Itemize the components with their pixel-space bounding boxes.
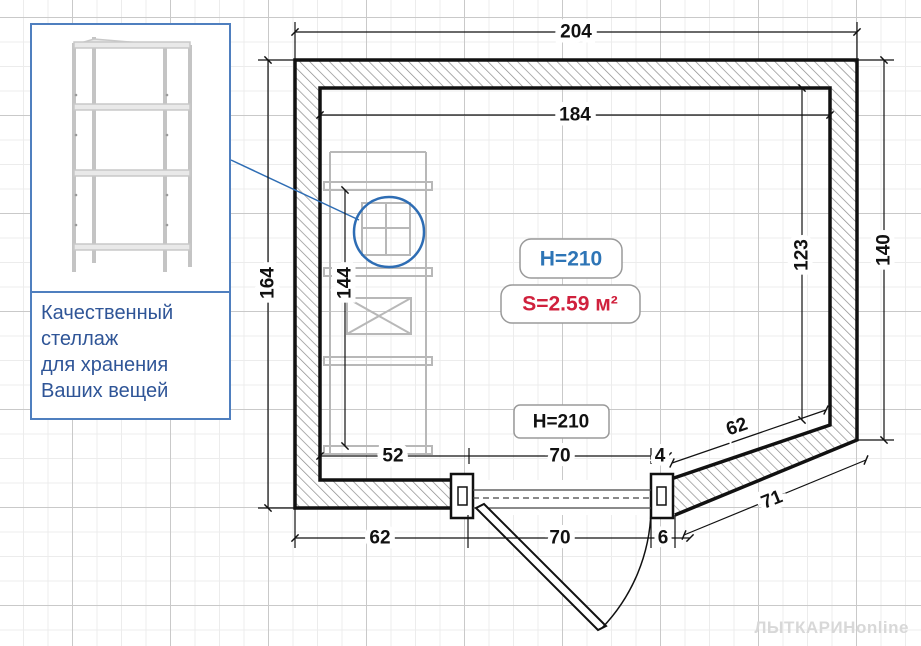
caption-line: Качественный	[41, 302, 174, 324]
caption-line: для хранения	[41, 354, 169, 376]
doorway	[449, 472, 675, 632]
shelf-info-box: Качественный стеллаж для хранения Ваших …	[30, 23, 231, 420]
dim-shelf-height: 144	[335, 267, 356, 299]
dim-inner-diagonal: 62	[724, 414, 751, 441]
door-height-label: H=210	[533, 412, 590, 433]
area-label: S=2.59 м²	[522, 293, 618, 316]
magnifier-circle-icon	[352, 195, 426, 269]
ceiling-height-label: H=210	[540, 248, 602, 271]
dim-outer-left: 164	[258, 267, 279, 299]
shelf-photo	[32, 25, 229, 293]
dim-inner-top: 184	[559, 105, 591, 126]
dim-outer-diagonal: 71	[758, 486, 786, 514]
caption-line: Ваших вещей	[41, 380, 169, 402]
watermark-suffix: online	[855, 618, 909, 637]
dim-inner-right: 123	[792, 239, 813, 271]
watermark-brand: ЛЫТКАРИН	[754, 618, 856, 637]
door-height-box	[513, 404, 610, 439]
shelf-outline	[323, 151, 433, 455]
door-leaf	[474, 502, 608, 632]
dim-inner-bottom-left: 52	[382, 446, 403, 467]
dim-outer-door: 70	[549, 528, 570, 549]
door-swing-arc-icon	[601, 509, 652, 629]
caption-line: стеллаж	[41, 328, 119, 350]
area-box	[500, 284, 641, 324]
dim-outer-top: 204	[560, 22, 592, 43]
watermark-logo: ЛЫТКАРИНonline	[754, 618, 909, 638]
shelf-photo-icon	[72, 37, 192, 272]
dim-outer-right: 140	[874, 234, 895, 266]
dim-inner-door: 70	[549, 446, 570, 467]
callout-line	[230, 159, 360, 221]
shelf-caption: Качественный стеллаж для хранения Ваших …	[41, 300, 226, 404]
dim-inner-small: 4	[655, 446, 666, 467]
dim-outer-bottom-left: 62	[369, 528, 390, 549]
dim-outer-small: 6	[658, 528, 669, 549]
ceiling-height-box	[519, 238, 623, 279]
